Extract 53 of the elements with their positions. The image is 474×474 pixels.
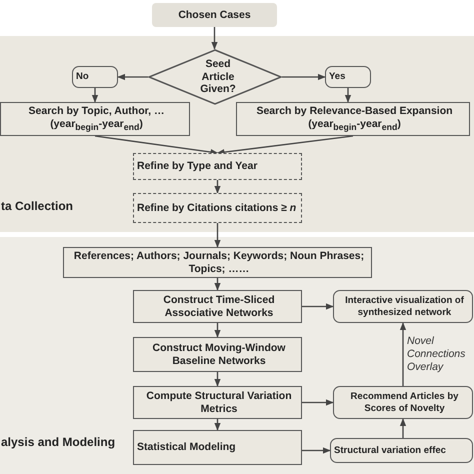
- box-text: Recommend Articles by Scores of Novelty: [350, 391, 460, 414]
- box-text: Structural variation effec: [334, 444, 446, 456]
- process-box: [236, 102, 470, 136]
- box-text: Refine by Citations citations ≥ n: [137, 202, 296, 214]
- process-box: [133, 386, 302, 419]
- arrow: [400, 322, 406, 386]
- section-title: alysis and Modeling: [1, 435, 116, 450]
- process-box: [133, 193, 302, 223]
- arrow: [302, 303, 334, 310]
- arrow: [214, 223, 221, 248]
- arrow: [214, 278, 221, 291]
- arrow: [302, 399, 334, 406]
- arrow: [344, 88, 352, 103]
- arrow: [214, 419, 221, 431]
- arrow: [302, 447, 331, 454]
- arrow: [400, 418, 406, 438]
- box-text: Construct Time-Sliced Associative Networks: [162, 294, 276, 320]
- box-text: Refine by Type and Year: [137, 160, 258, 173]
- box-text: Compute Structural Variation Metrics: [145, 390, 293, 416]
- section-title: ta Collection: [1, 199, 74, 214]
- box-text: Yes: [329, 71, 346, 83]
- section-band: [0, 237, 474, 474]
- arrow: [214, 372, 221, 387]
- process-box: [133, 153, 302, 180]
- process-box: [72, 66, 118, 88]
- arrow: [282, 74, 326, 80]
- arrow: [216, 135, 354, 156]
- arrow: [214, 180, 221, 194]
- box-text: Search by Topic, Author, … (year$_{begin}$-year$_{end}$): [28, 105, 166, 133]
- process-box: [333, 290, 473, 323]
- box-text: Statistical Modeling: [137, 441, 236, 454]
- section-band: [0, 36, 474, 232]
- process-box: [133, 290, 302, 323]
- arrow: [92, 88, 98, 103]
- start-box: [152, 3, 277, 27]
- box-text: Interactive visualization of synthesized network: [344, 295, 465, 318]
- process-box: [63, 247, 372, 278]
- process-box: [133, 337, 302, 372]
- arrow: [214, 323, 221, 338]
- process-box: [133, 430, 302, 465]
- box-text: Search by Relevance-Based Expansion (year$_{begin}$-year$_{end}$): [255, 105, 454, 133]
- process-box: [330, 438, 473, 463]
- box-text: Construct Moving-Window Baseline Networks: [152, 342, 286, 368]
- arrow: [211, 27, 218, 50]
- box-text: References; Authors; Journals; Keywords; Noun Phrases; Topics; ……: [72, 250, 366, 276]
- process-box: [333, 386, 473, 419]
- box-text: Seed Article Given?: [199, 58, 237, 96]
- process-box: [325, 66, 371, 88]
- box-text: Chosen Cases: [178, 8, 251, 22]
- arrow: [117, 74, 148, 80]
- process-box: [0, 102, 190, 136]
- arrow: [94, 135, 218, 156]
- box-text: No: [76, 71, 89, 83]
